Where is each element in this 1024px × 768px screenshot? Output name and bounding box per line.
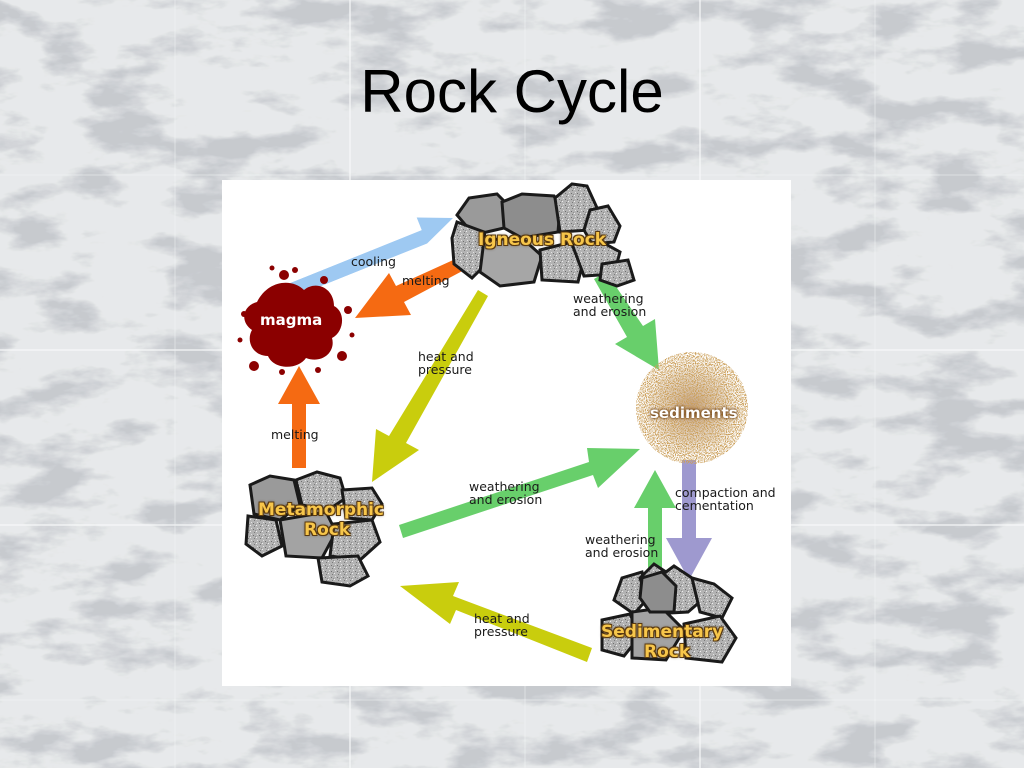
melting-label-metamorphic: melting <box>271 427 319 442</box>
heat-pressure-label-igneous-1: heat and <box>418 349 474 364</box>
metamorphic-rock-stones <box>244 470 384 588</box>
heat-pressure-label-sedimentary-1: heat and <box>474 611 530 626</box>
compaction-label-2: cementation <box>675 498 754 513</box>
weathering-label-metamorphic-1: weathering <box>469 479 540 494</box>
metamorphic-rock-label-line1: Metamorphic <box>258 500 384 520</box>
magma-splat <box>237 265 355 375</box>
heat-pressure-arrow-sedimentary-to-metamorphic <box>400 582 592 662</box>
igneous-rock-stones <box>450 182 636 288</box>
weathering-arrow-metamorphic-to-sediments <box>399 448 640 538</box>
igneous-rock-label: Igneous Rock <box>478 230 607 250</box>
compaction-arrow <box>666 460 712 580</box>
cooling-label: cooling <box>351 254 396 269</box>
sedimentary-rock-label-line1: Sedimentary <box>601 622 724 642</box>
magma-label: magma <box>260 311 323 329</box>
slide-title: Rock Cycle <box>360 58 664 125</box>
compaction-label-1: compaction and <box>675 485 776 500</box>
sedimentary-rock-label-line2: Rock <box>644 642 691 662</box>
melting-arrow-from-metamorphic <box>278 366 320 468</box>
sediments-cloud <box>634 350 750 466</box>
diagram-graphics <box>237 182 750 664</box>
melting-arrow-from-igneous <box>355 256 468 318</box>
weathering-label-sedimentary-2: and erosion <box>585 545 659 560</box>
weathering-label-igneous-2: and erosion <box>573 304 647 319</box>
weathering-label-igneous-1: weathering <box>573 291 644 306</box>
heat-pressure-label-igneous-2: pressure <box>418 362 472 377</box>
heat-pressure-label-sedimentary-2: pressure <box>474 624 528 639</box>
weathering-label-metamorphic-2: and erosion <box>469 492 543 507</box>
sedimentary-rock-stones <box>600 562 738 664</box>
weathering-arrow-sedimentary-to-sediments <box>634 470 676 575</box>
weathering-label-sedimentary-1: weathering <box>585 532 656 547</box>
melting-label-igneous: melting <box>402 273 450 288</box>
rock-cycle-diagram: Igneous Rock magma sediments Metamorphic… <box>222 180 791 686</box>
heat-pressure-arrow-igneous-to-metamorphic <box>372 290 488 482</box>
weathering-arrow-igneous-to-sediments <box>594 272 659 370</box>
sediments-label: sediments <box>650 404 738 422</box>
metamorphic-rock-label-line2: Rock <box>304 520 351 540</box>
